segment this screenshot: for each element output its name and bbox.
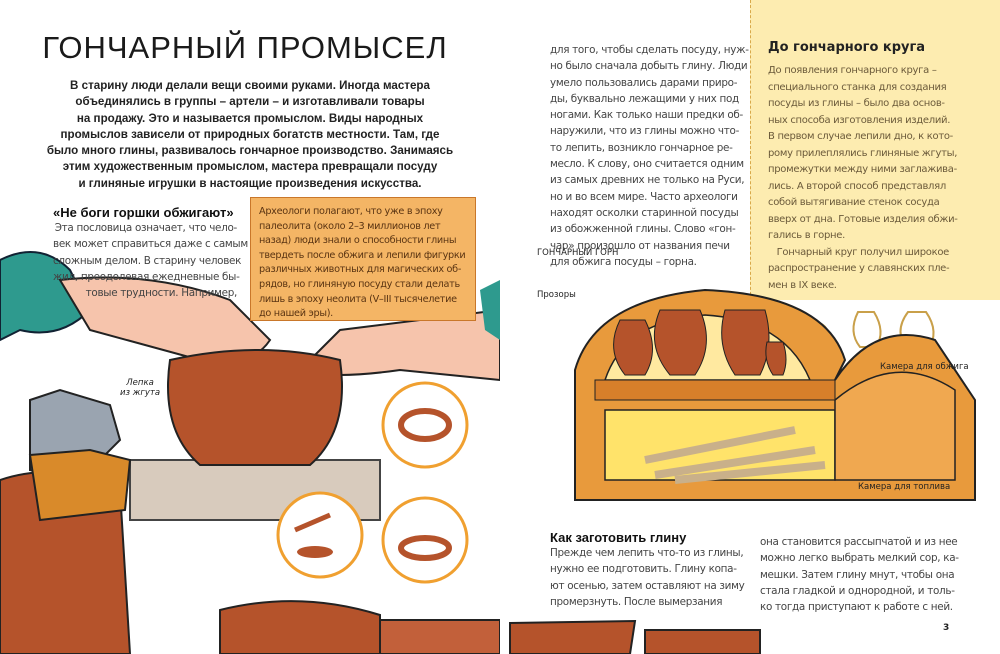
page-number: 3 <box>943 623 950 633</box>
clay-preparation: Как заготовить глину Прежде чем лепить ч… <box>550 530 745 608</box>
sidebar-box: До гончарного круга До появления гончарн… <box>750 0 1000 351</box>
vents-label: Прозоры <box>537 290 576 300</box>
sidebar-heading: До гончарного круга <box>768 40 926 55</box>
proverb-block: «Не боги горшки обжигают» Эта пословица … <box>53 205 248 300</box>
bottom-pottery <box>509 619 761 654</box>
firing-chamber-label: Камера для обжига <box>880 362 969 372</box>
potter-illustration <box>0 251 500 654</box>
intro-text: В старину люди делали вещи своими руками… <box>46 79 454 190</box>
kiln-title: ГОНЧАРНЫЙ ГОРН <box>537 248 619 258</box>
clay-heading: Как заготовить глину <box>550 530 687 545</box>
kiln-illustration <box>574 288 976 501</box>
page-title: ГОНЧАРНЫЙ ПРОМЫСЕЛ <box>42 30 448 65</box>
proverb-heading: «Не боги горшки обжигают» <box>53 205 234 220</box>
fuel-chamber-label: Камера для топлива <box>858 482 951 492</box>
right-column-text: для того, чтобы сделать посуду, нуж-но б… <box>550 44 749 268</box>
